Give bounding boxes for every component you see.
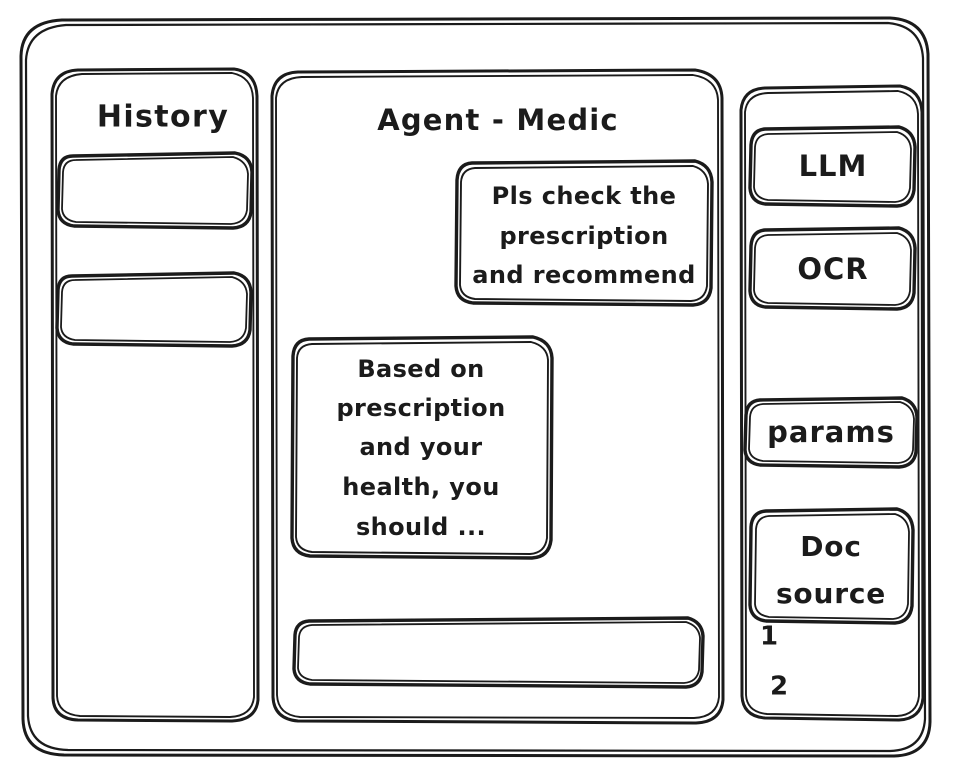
message-assistant-line-5: should ... <box>356 513 486 541</box>
message-assistant-line-4: health, you <box>342 473 499 501</box>
message-user-line-1: Pls check the <box>492 182 677 210</box>
agent-panel-title: Agent - Medic <box>377 103 619 137</box>
tool-button-params-label: params <box>767 415 895 449</box>
doc-source-box[interactable]: Doc source <box>748 507 915 625</box>
sidebar-history-title: History <box>97 100 229 135</box>
message-user-line-2: prescription <box>499 222 668 250</box>
message-user-line-3: and recommend <box>472 261 695 289</box>
sidebar-history-panel <box>50 67 260 723</box>
tool-button-llm-label: LLM <box>799 149 868 183</box>
message-bubble-assistant: Based on prescription and your health, y… <box>290 335 554 560</box>
window-frame <box>19 16 932 758</box>
doc-source-line-1: Doc <box>800 530 861 563</box>
tool-button-ocr[interactable]: OCR <box>748 226 917 311</box>
composer-input[interactable] <box>292 616 705 689</box>
doc-source-list-item-1[interactable]: 1 <box>760 622 778 652</box>
message-assistant-line-1: Based on <box>357 355 484 383</box>
tool-button-params[interactable]: params <box>743 396 919 469</box>
doc-source-list-item-2[interactable]: 2 <box>770 672 788 702</box>
history-item-1[interactable] <box>56 151 254 230</box>
doc-source-line-2: source <box>776 577 886 610</box>
history-item-2[interactable] <box>55 271 253 348</box>
message-assistant-line-3: and your <box>359 433 482 461</box>
message-assistant-line-2: prescription <box>336 394 505 422</box>
tool-button-llm[interactable]: LLM <box>748 125 917 208</box>
message-bubble-user: Pls check the prescription and recommend <box>454 159 714 307</box>
tool-button-ocr-label: OCR <box>797 252 868 286</box>
